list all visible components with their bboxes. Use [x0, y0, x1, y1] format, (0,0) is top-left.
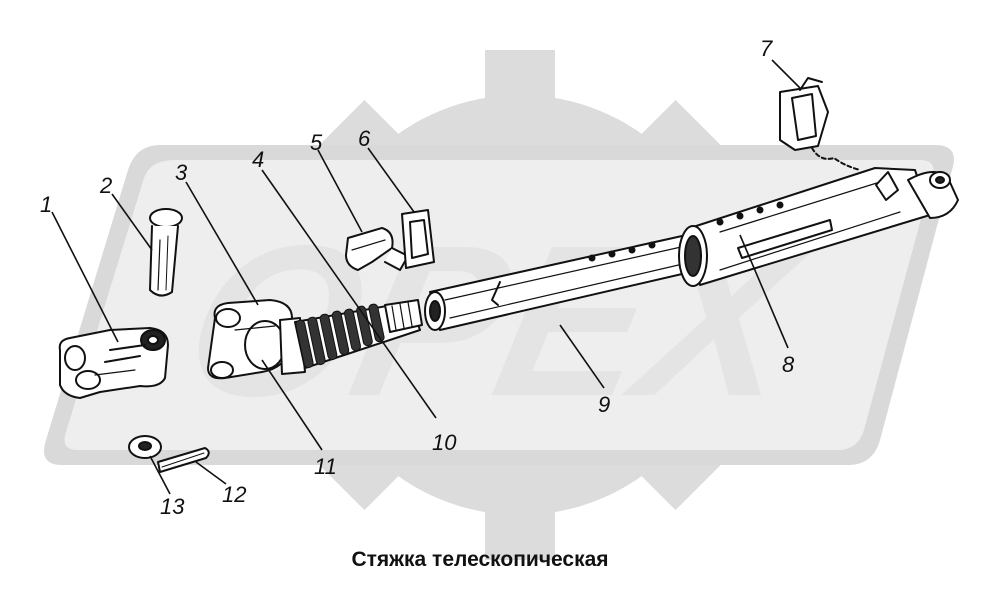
callout-8: 8 — [782, 352, 795, 377]
callout-5: 5 — [310, 130, 323, 155]
part-9-inner-tube — [424, 231, 709, 331]
callout-2: 2 — [99, 173, 112, 198]
figure-caption: Стяжка телескопическая — [351, 548, 609, 571]
callout-4: 4 — [252, 147, 264, 172]
callout-12: 12 — [222, 482, 246, 507]
part-12-cotter-pin — [157, 447, 210, 473]
part-13-washer — [128, 435, 162, 459]
callout-numbers: 1 2 3 4 5 6 7 8 9 10 11 12 13 — [40, 36, 795, 519]
callout-1: 1 — [40, 192, 52, 217]
callout-6: 6 — [358, 126, 371, 151]
part-2-pin — [149, 208, 183, 297]
leader-lines — [51, 59, 801, 495]
callout-11: 11 — [314, 454, 337, 479]
part-5-latch — [345, 227, 409, 271]
part-1-fork — [58, 327, 169, 399]
callout-13: 13 — [160, 494, 185, 519]
callout-10: 10 — [432, 430, 457, 455]
callout-9: 9 — [598, 392, 610, 417]
callout-7: 7 — [760, 36, 773, 61]
callout-3: 3 — [175, 160, 188, 185]
part-3-end-fitting — [207, 299, 293, 380]
part-10-spring — [294, 299, 423, 369]
part-7-clamp — [779, 77, 861, 171]
part-6-bracket — [401, 209, 435, 269]
